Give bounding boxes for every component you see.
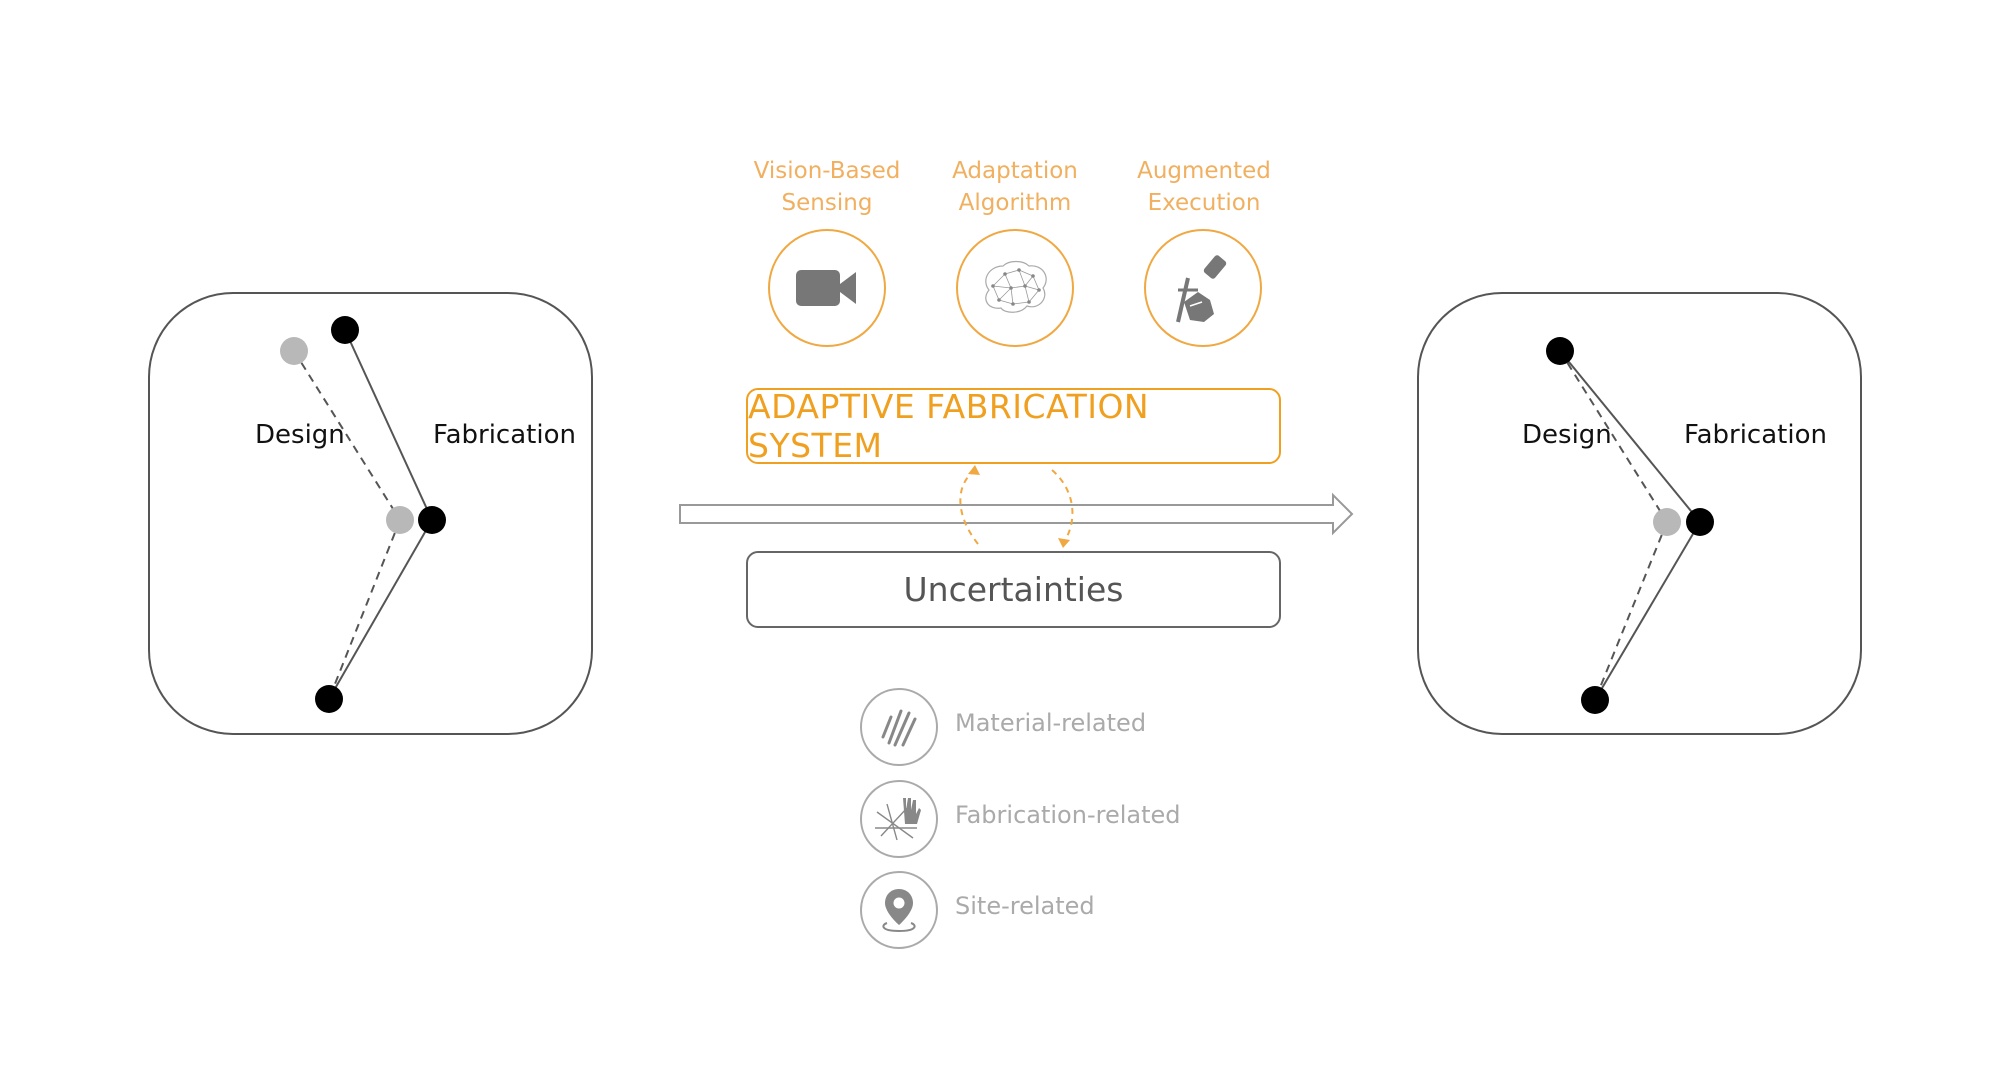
sensing-circle	[768, 229, 886, 347]
left-fabrication-point-mid	[418, 506, 446, 534]
caption-line: Vision-Based	[753, 158, 901, 184]
site-related-label: Site-related	[955, 892, 1095, 920]
feedback-arrowhead-down	[1058, 538, 1070, 548]
caption-vision-based-sensing: Vision-Based Sensing	[727, 155, 927, 219]
execution-circle	[1144, 229, 1262, 347]
uncertainties-box: Uncertainties	[746, 551, 1281, 628]
adaptive-fabrication-system-box: ADAPTIVE FABRICATION SYSTEM	[746, 387, 1281, 465]
caption-augmented-execution: Augmented Execution	[1104, 155, 1304, 219]
material-related-label: Material-related	[955, 709, 1147, 737]
feedback-loop-right-arc	[1051, 469, 1074, 543]
left-design-point-top	[280, 337, 308, 365]
right-design-label: Design	[1522, 420, 1612, 450]
left-fabrication-point-top	[331, 316, 359, 344]
right-fabrication-label: Fabrication	[1684, 420, 1827, 450]
left-design-line-lower	[328, 519, 401, 700]
right-design-line-lower	[1594, 521, 1668, 701]
right-fabrication-line-upper	[1559, 350, 1701, 523]
caption-line: Adaptation	[952, 158, 1078, 184]
site-circle	[860, 871, 938, 949]
fabrication-glove-icon	[875, 798, 921, 841]
right-shared-point-top	[1546, 337, 1574, 365]
fabrication-circle	[860, 780, 938, 858]
right-fabrication-line-lower	[1594, 521, 1701, 701]
video-camera-icon	[796, 270, 856, 306]
right-panel	[1417, 292, 1862, 735]
left-fabrication-label: Fabrication	[433, 420, 576, 450]
right-design-point-mid	[1653, 508, 1681, 536]
left-panel	[148, 292, 593, 735]
caption-line: Sensing	[781, 190, 873, 216]
left-shared-point-bottom	[315, 685, 343, 713]
material-sticks-icon	[881, 709, 917, 747]
caption-line: Execution	[1147, 190, 1261, 216]
left-fabrication-line-upper	[344, 329, 433, 521]
location-pin-icon	[882, 889, 916, 933]
right-shared-point-bottom	[1581, 686, 1609, 714]
caption-line: Algorithm	[958, 190, 1072, 216]
left-design-label: Design	[255, 420, 345, 450]
right-fabrication-point-mid	[1686, 508, 1714, 536]
fabrication-related-label: Fabrication-related	[955, 801, 1181, 829]
brain-network-icon	[985, 260, 1047, 313]
feedback-arrowhead-up	[968, 465, 980, 475]
caption-adaptation-algorithm: Adaptation Algorithm	[915, 155, 1115, 219]
feedback-loop-left-arc	[959, 469, 979, 545]
left-design-line-upper	[293, 350, 401, 521]
hand-tool-icon	[1176, 255, 1227, 323]
algorithm-circle	[956, 229, 1074, 347]
right-design-line-upper	[1559, 350, 1668, 523]
left-fabrication-line-lower	[328, 519, 433, 700]
caption-line: Augmented	[1137, 158, 1271, 184]
left-design-point-mid	[386, 506, 414, 534]
material-circle	[860, 688, 938, 766]
